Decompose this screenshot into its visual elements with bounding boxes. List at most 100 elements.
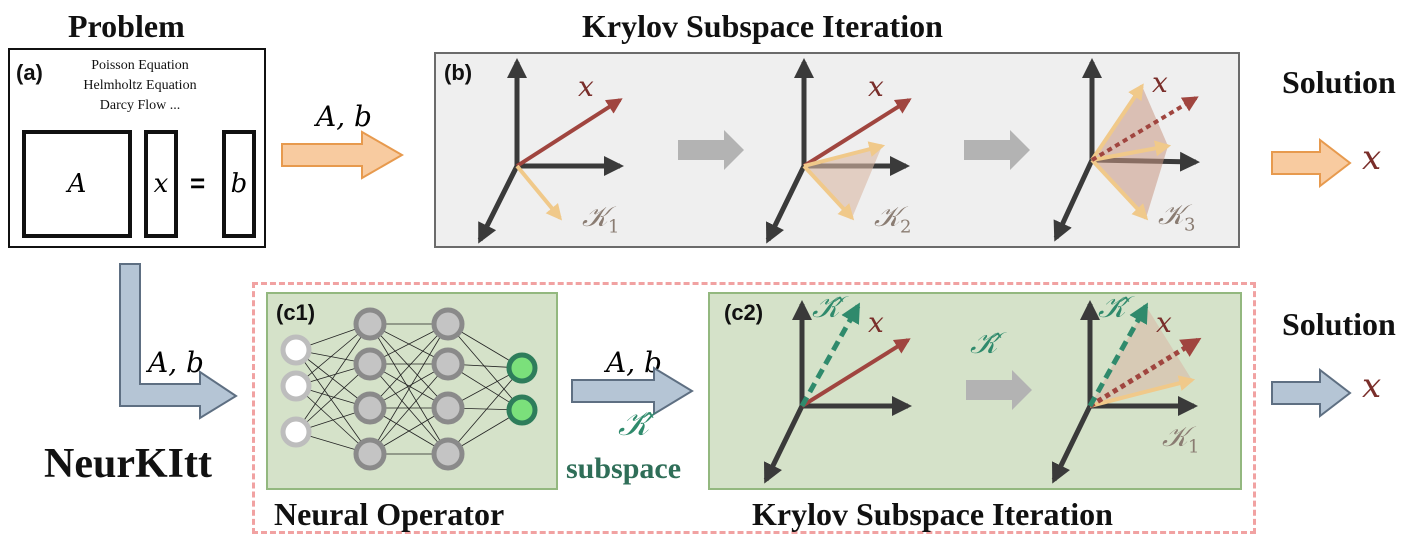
khat-label-c2-1: 𝒦̂ [812,290,840,325]
k3-label: 𝒦3 [1158,198,1195,236]
k-vector-3c [1090,158,1149,221]
solution-top-x: x [1362,138,1382,178]
input-layer [280,334,312,448]
solution-top-title: Solution [1282,64,1396,100]
k-subscript: 2 [900,216,912,238]
matrix-a: A [22,130,132,238]
neurkitt-input-arrow [119,263,238,420]
k1-label-c2: 𝒦1 [1162,420,1199,458]
k-vector-3b [1091,140,1172,162]
hidden-node [431,347,465,381]
axes-step-2 [765,58,912,244]
krylov-top-title: Krylov Subspace Iteration [582,8,943,44]
problem-title: Problem [68,8,185,44]
khat-label-middle: 𝒦̂ [618,404,650,444]
k-vector-1 [515,164,563,221]
k-letter: 𝒦 [582,200,609,233]
subspace-label: subspace [566,452,682,485]
step-arrow [678,130,744,170]
equation-item: Darcy Flow ... [99,98,181,113]
x-vector-3 [1090,96,1199,162]
axes-step-3 [1053,58,1200,242]
x-vector-c2-2 [1088,337,1202,409]
k-vector-3a [1090,83,1144,162]
krylov-bottom-title: Krylov Subspace Iteration [752,496,1113,532]
k-vector-2b [803,141,886,168]
neural-operator-title: Neural Operator [274,496,505,532]
hidden-node [431,437,465,471]
hidden-layer-2 [431,307,465,471]
hidden-node [353,307,387,341]
krylov-iteration-drawing [477,58,1200,244]
k-letter: 𝒦 [1158,198,1185,231]
vector-b-label: b [230,169,248,199]
input-node [280,370,312,402]
equation-item: Poisson Equation [91,58,189,73]
hidden-node [353,347,387,381]
solution-bottom-x: x [1362,366,1382,406]
k-subscript: 3 [1184,214,1196,236]
subspace-plane-c2 [1090,306,1192,406]
neural-network-diagram [280,307,538,471]
krylov-subspace-drawing-neurkitt [763,300,1202,484]
hidden-node [431,307,465,341]
input-label-top: A, b [316,100,372,133]
x-vector-1 [515,98,623,168]
input-node [280,416,312,448]
x-label-c2-1: x [868,306,884,339]
step-arrow [966,370,1032,410]
khat-label-c2-arrow: 𝒦̂ [970,326,998,361]
k-subscript: 1 [1188,436,1200,458]
x-label-step-1: x [578,70,594,103]
neurkitt-input-label: A, b [148,346,204,379]
krylov-input-arrow [281,130,405,180]
k-vector-2a [802,164,855,221]
k-subscript: 1 [608,216,620,238]
khat-label-c2-2: 𝒦̂ [1098,290,1126,325]
panel-label-c1: (c1) [276,300,316,325]
middle-arrow-label: A, b [606,346,662,379]
solution-top-arrow [1271,138,1352,188]
input-node [280,334,312,366]
equals-sign: = [190,168,206,198]
x-label-c2-2: x [1156,306,1172,339]
k2-label: 𝒦2 [874,200,911,238]
problem-panel: (a) Poisson Equation Helmholtz Equation … [8,48,266,248]
output-layer [506,352,538,426]
k-letter: 𝒦 [1162,420,1189,453]
neurkitt-frame [252,282,1256,534]
hidden-node [353,391,387,425]
hidden-node [353,437,387,471]
x-label-step-2: x [868,70,884,103]
khat-vector-1 [799,302,861,408]
equation-list: Poisson Equation Helmholtz Equation Darc… [60,56,220,116]
axes-neurkitt-2 [1051,300,1202,484]
hidden-layer-1 [353,307,387,471]
vector-x-label: x [153,169,169,199]
hidden-node [431,391,465,425]
subspace-arrow [571,366,694,416]
step-arrow [964,130,1030,170]
output-node [506,352,538,384]
axes-step-1 [477,58,624,244]
x-vector-2 [802,98,912,168]
equation-item: Helmholtz Equation [83,78,197,93]
vector-x: x [144,130,178,238]
neural-operator-panel: (c1) [266,292,558,490]
panel-label-c2: (c2) [724,300,764,325]
k-letter: 𝒦 [874,200,901,233]
neurkitt-title: NeurKItt [44,441,212,487]
matrix-label: A [67,169,87,199]
k-vector-c2 [1089,375,1196,408]
axes-neurkitt-1 [763,300,912,484]
panel-label-a: (a) [16,60,43,85]
output-node [506,394,538,426]
subspace-plane-2 [804,146,882,218]
khat-vector-2 [1087,302,1149,408]
panel-label-b: (b) [444,60,473,85]
solution-bottom-title: Solution [1282,306,1396,342]
k1-label: 𝒦1 [582,200,619,238]
vector-b: b [222,130,256,238]
solution-bottom-arrow [1271,368,1352,418]
x-label-step-3: x [1152,66,1168,99]
